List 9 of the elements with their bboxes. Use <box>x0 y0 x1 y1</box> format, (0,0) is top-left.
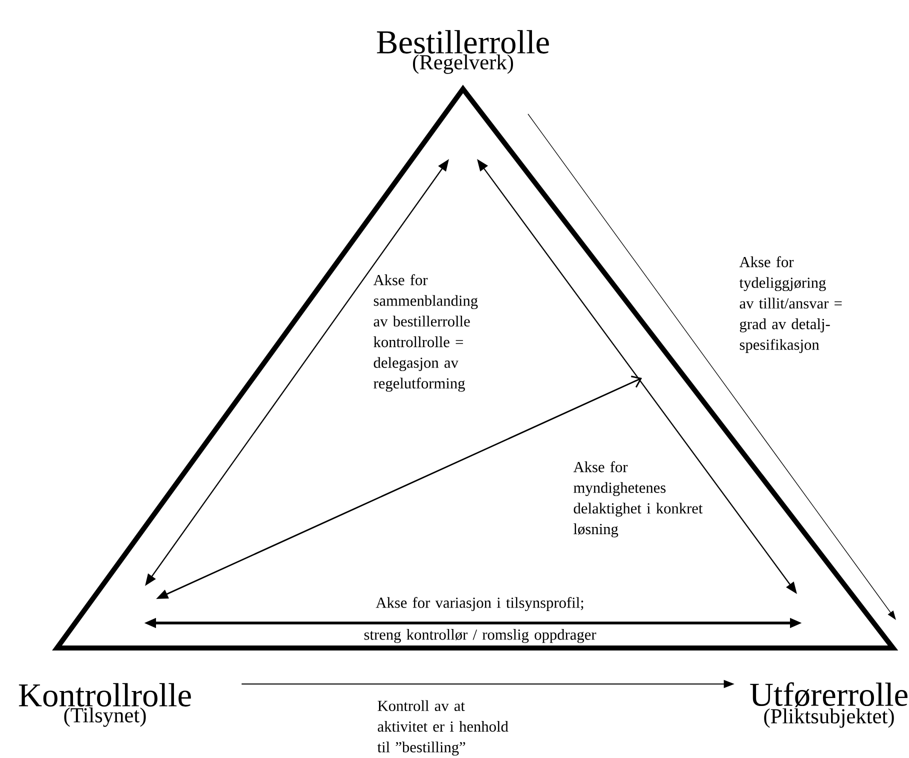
role-label: Kontrollrolle (Tilsynet) <box>18 683 191 727</box>
axis-label: Akse for myndighetenes delaktighet i konkret løsning <box>573 461 703 538</box>
axis-label: Akse for variasjon i tilsynsprofil; <box>376 596 584 612</box>
axis-label: Akse for sammenblanding av bestillerrolle kontrollrolle = delegasjon av regelutforming <box>373 274 478 392</box>
role-label: Utførerrolle (Pliktsubjektet) <box>750 682 908 728</box>
edge-label: Kontroll av at aktivitet er i henhold til ”bestilling” <box>377 700 508 756</box>
role-label: Bestillerrolle (Regelverk) <box>376 30 549 74</box>
axis-label: Akse for tydeliggjøring av tillit/ansvar = grad av detalj-spesifikasjon <box>739 256 842 353</box>
axis-label: streng kontrollør / romslig oppdrager <box>364 629 596 643</box>
